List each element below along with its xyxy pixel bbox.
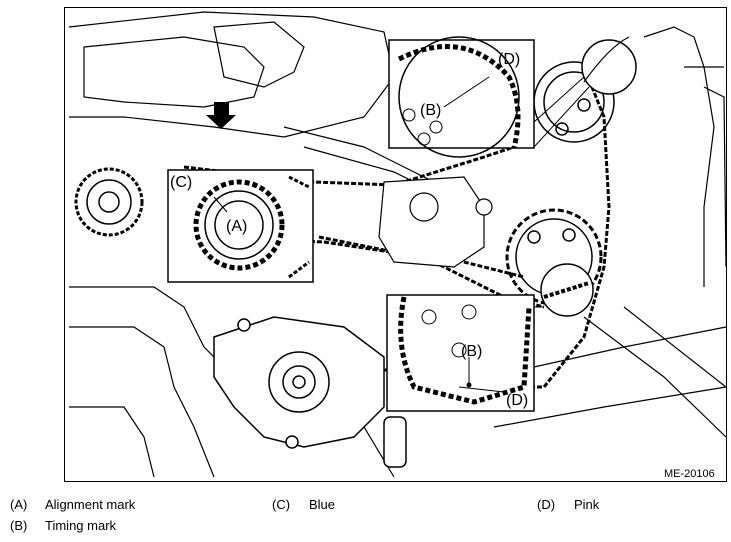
inset-crank-sprocket <box>167 169 314 283</box>
legend-key-a: (A) <box>10 497 28 512</box>
magnifier-circle-top <box>533 36 637 148</box>
tensioner-pulley <box>74 167 144 237</box>
legend-text-timing-mark: Timing mark <box>45 518 117 533</box>
inset-cam-top <box>388 36 535 158</box>
callout-b-top: (B) <box>420 102 441 119</box>
timing-chain-diagram: (D) (B) (C) (A) (B) (D) ME-20106 <box>64 7 727 482</box>
callout-c: (C) <box>170 174 192 191</box>
callout-d-bottom: (D) <box>506 392 528 409</box>
inset-cam-bottom <box>386 294 535 412</box>
legend-key-c: (C) <box>272 497 291 512</box>
legend-text-pink: Pink <box>574 497 600 512</box>
legend-key-b: (B) <box>10 518 28 533</box>
figure-code: ME-20106 <box>664 468 715 480</box>
legend-text-blue: Blue <box>309 497 336 512</box>
engine-block-linework <box>68 11 727 478</box>
central-cover <box>378 176 493 268</box>
arrow-icon <box>206 102 236 129</box>
callout-a: (A) <box>226 218 247 235</box>
legend-key-d: (D) <box>537 497 556 512</box>
callout-b-bottom: (B) <box>461 343 482 360</box>
magnifier-circle-mid <box>534 263 594 317</box>
water-pump <box>213 316 407 468</box>
callout-d-top: (D) <box>498 51 520 68</box>
legend-text-alignment-mark: Alignment mark <box>45 497 136 512</box>
